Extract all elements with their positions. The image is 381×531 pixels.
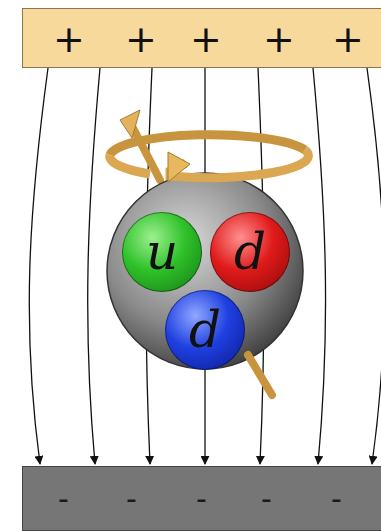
- plus-sign: +: [190, 20, 222, 58]
- negative-plate: -----: [22, 466, 381, 531]
- field-line: [29, 68, 48, 464]
- spin-ring-front: [170, 150, 308, 178]
- plus-sign: +: [332, 20, 364, 58]
- plus-sign: +: [263, 20, 295, 58]
- spin-axis: [248, 355, 272, 395]
- spin-ring-front: [110, 155, 150, 174]
- minus-sign: -: [126, 484, 137, 514]
- minus-sign: -: [331, 484, 342, 514]
- quark-label: d: [234, 227, 266, 277]
- minus-sign: -: [261, 484, 272, 514]
- minus-sign: -: [196, 484, 207, 514]
- positive-plate: + + + + +: [22, 8, 381, 68]
- spin-arrow-head: [168, 152, 190, 182]
- field-line: [367, 68, 381, 464]
- plus-sign: +: [125, 20, 157, 58]
- plus-sign: +: [53, 20, 85, 58]
- down-quark: d: [165, 290, 245, 370]
- minus-sign: -: [58, 484, 69, 514]
- field-line: [88, 68, 100, 464]
- quark-label: u: [146, 227, 178, 277]
- neutron-sphere: [107, 173, 303, 369]
- up-quark: u: [122, 212, 202, 292]
- spin-axis-head: [120, 110, 140, 138]
- down-quark: d: [210, 212, 290, 292]
- field-line: [313, 68, 326, 464]
- quark-label: d: [189, 305, 221, 355]
